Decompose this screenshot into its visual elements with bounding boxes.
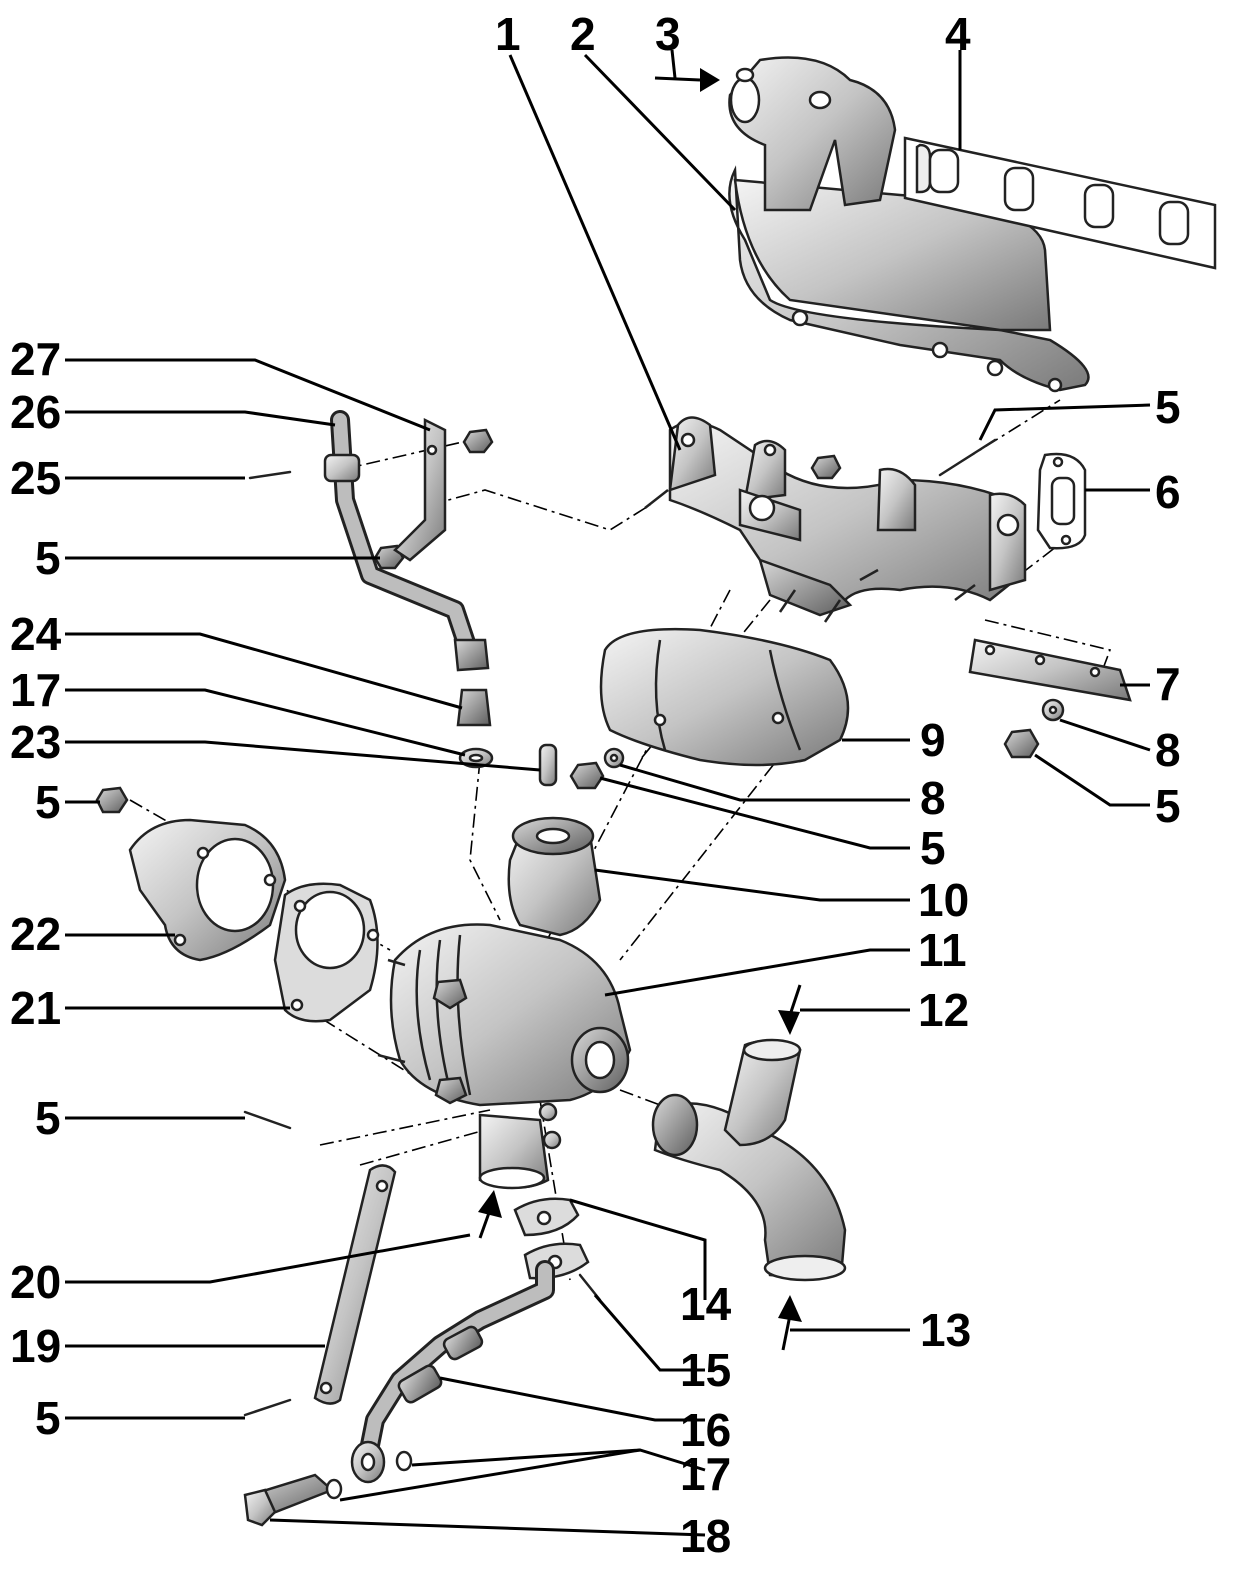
callout-5: 5 (920, 822, 946, 874)
callout-2: 2 (570, 8, 596, 60)
flange-gasket (273, 882, 380, 1023)
callout-21: 21 (10, 982, 61, 1034)
callout-23: 23 (10, 716, 61, 768)
callout-1: 1 (495, 8, 521, 60)
callout-18: 18 (680, 1510, 731, 1562)
nut-5e (1003, 728, 1040, 759)
callout-25: 25 (10, 452, 61, 504)
callout-6: 6 (1155, 466, 1181, 518)
callout-24: 24 (10, 608, 62, 660)
bracket-strip (968, 638, 1132, 702)
nut-5d (569, 761, 605, 790)
oil-feed-line (323, 410, 490, 672)
callout-5: 5 (35, 776, 61, 828)
callout-14: 14 (680, 1278, 732, 1330)
callout-9: 9 (920, 714, 946, 766)
manifold-upper (728, 56, 1090, 393)
callout-labels: 1 2 3 4 5 6 27 26 25 5 24 17 23 5 7 9 8 … (10, 8, 1181, 1562)
callout-8: 8 (920, 772, 946, 824)
heat-shield (599, 627, 850, 767)
callout-13: 13 (920, 1304, 971, 1356)
callout-12: 12 (918, 984, 969, 1036)
callout-19: 19 (10, 1320, 61, 1372)
nut-5c (95, 786, 129, 814)
callout-15: 15 (680, 1344, 731, 1396)
callout-3: 3 (655, 8, 681, 60)
callout-8: 8 (1155, 724, 1181, 776)
oil-return-line (325, 1197, 590, 1500)
callout-26: 26 (10, 386, 61, 438)
callout-5: 5 (35, 1392, 61, 1444)
flow-arrows (478, 68, 802, 1351)
callout-5: 5 (35, 532, 61, 584)
exhaust-manifold (644, 416, 1027, 623)
callout-4: 4 (945, 8, 971, 60)
nuts-washers (95, 428, 1065, 814)
callout-20: 20 (10, 1256, 61, 1308)
exhaust-gasket (1036, 452, 1087, 550)
callout-17: 17 (680, 1448, 731, 1500)
support-strut (313, 1164, 397, 1405)
turbocharger (377, 816, 632, 1190)
nut-manifold (810, 454, 842, 480)
callout-16: 16 (680, 1404, 731, 1456)
manifold-gasket (903, 136, 1217, 270)
callout-5: 5 (1155, 780, 1181, 832)
callout-27: 27 (10, 333, 61, 385)
callout-7: 7 (1155, 658, 1181, 710)
air-hose (651, 1038, 847, 1282)
inlet-flange (128, 818, 287, 962)
nut-27 (462, 428, 494, 454)
fittings (456, 688, 558, 787)
callout-22: 22 (10, 908, 61, 960)
callout-5: 5 (1155, 381, 1181, 433)
callout-5: 5 (35, 1092, 61, 1144)
callout-17: 17 (10, 664, 61, 716)
callout-11: 11 (918, 924, 967, 976)
leader-lines (65, 49, 1151, 1537)
callout-10: 10 (918, 874, 969, 926)
